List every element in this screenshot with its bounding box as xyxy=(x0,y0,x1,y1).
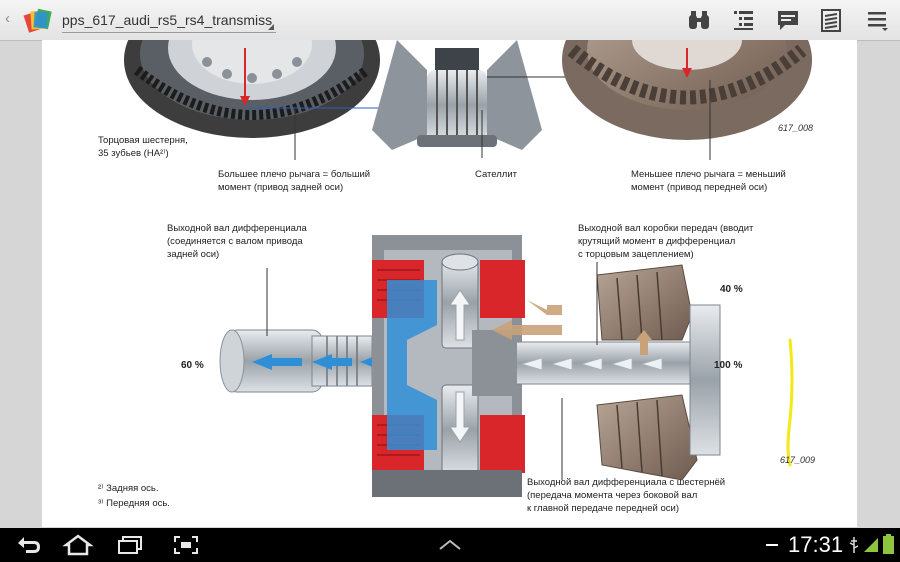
status-dash xyxy=(766,544,778,546)
back-icon[interactable] xyxy=(12,534,44,556)
home-icon[interactable] xyxy=(62,534,94,556)
footnote-rear-axle: ²⁾ Задняя ось. xyxy=(98,483,159,494)
back-chevron-icon[interactable]: ‹ xyxy=(5,10,10,27)
document-page[interactable]: Торцовая шестерня, 35 зубьев (НА²⁾) 617_… xyxy=(42,40,857,527)
system-navigation-bar: 17:31 xyxy=(0,528,900,562)
binoculars-icon[interactable] xyxy=(686,7,712,33)
action-bar: ‹ pps_617_audi_rs5_rs4_transmissio… xyxy=(0,0,900,41)
differential-housing xyxy=(372,235,525,497)
input-torque-percent: 100 % xyxy=(714,360,743,371)
satellite-gear xyxy=(372,40,542,150)
front-output-shaft-label: Выходной вал дифференциала с шестернёй (… xyxy=(527,477,726,514)
footnote-front-axle: ³⁾ Передняя ось. xyxy=(98,498,170,509)
up-chevron-icon[interactable] xyxy=(434,534,466,556)
rear-output-shaft-label: Выходной вал дифференциала (соединяется … xyxy=(167,223,307,260)
yellow-highlight-stroke xyxy=(786,338,794,467)
document-title[interactable]: pps_617_audi_rs5_rs4_transmissio… xyxy=(62,12,272,28)
recent-apps-icon[interactable] xyxy=(115,534,147,556)
battery-icon xyxy=(883,534,894,554)
front-torque-percent: 40 % xyxy=(720,284,743,295)
screenshot-icon[interactable] xyxy=(170,534,202,556)
title-underline xyxy=(62,32,276,33)
input-shaft-label: Выходной вал коробки передач (вводит кру… xyxy=(578,223,754,260)
app-logo-icon[interactable] xyxy=(22,4,54,36)
front-output-gear xyxy=(596,264,721,481)
bigger-lever-label: Большее плечо рычага = больший момент (п… xyxy=(218,169,371,193)
menu-icon[interactable] xyxy=(864,7,890,33)
crown-gear-caption: Торцовая шестерня, 35 зубьев (НА²⁾) xyxy=(98,135,188,159)
rear-torque-percent: 60 % xyxy=(181,360,204,371)
crown-gear-rear xyxy=(124,40,380,138)
signal-icon xyxy=(864,538,878,552)
annotation-list-icon[interactable] xyxy=(818,7,844,33)
figure2-number: 617_009 xyxy=(780,455,816,465)
smaller-lever-label: Меньшее плечо рычага = меньший момент (п… xyxy=(631,169,786,193)
usb-icon xyxy=(849,537,859,553)
dropdown-caret-icon[interactable] xyxy=(268,24,274,30)
outline-icon[interactable] xyxy=(730,7,756,33)
crown-gear-front xyxy=(562,40,812,140)
satellite-label: Сателлит xyxy=(475,169,517,180)
figure1-number: 617_008 xyxy=(778,123,814,133)
comment-icon[interactable] xyxy=(775,7,801,33)
transmission-diagram xyxy=(124,40,812,497)
clock: 17:31 xyxy=(788,532,844,557)
input-shaft xyxy=(472,330,698,396)
